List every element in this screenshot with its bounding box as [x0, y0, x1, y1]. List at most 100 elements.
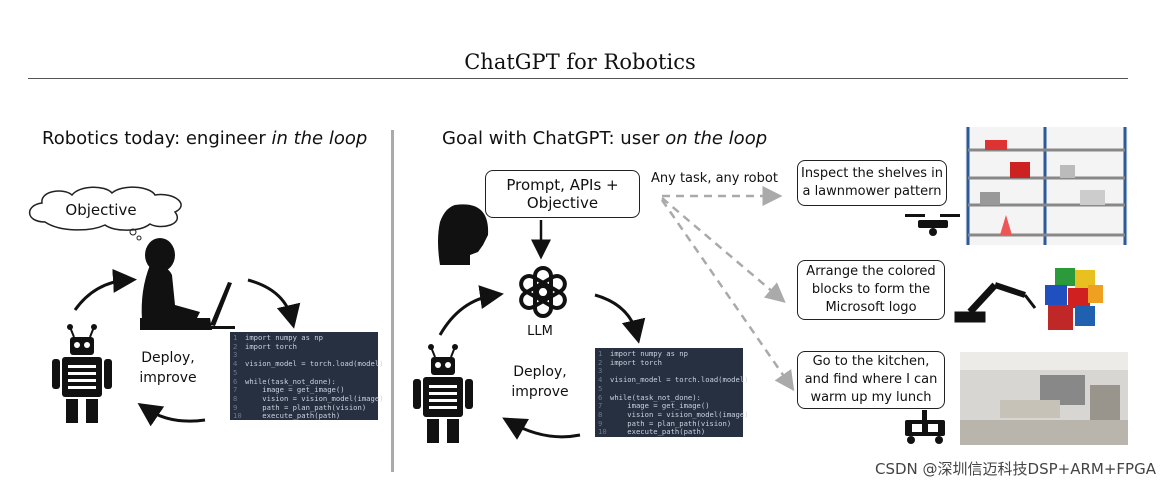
llm-label: LLM: [527, 324, 553, 339]
code-text: image = get_image(): [245, 385, 345, 395]
task-line: warm up my lunch: [810, 390, 932, 405]
code-line: 5: [598, 383, 740, 394]
title-rule: [28, 78, 1128, 79]
left-heading: Robotics today: engineer in the loop: [42, 128, 367, 149]
task-line: blocks to form the: [811, 282, 931, 297]
line-number: 9: [598, 418, 603, 428]
task-line: a lawnmower pattern: [802, 184, 942, 199]
code-line: 2 import torch: [233, 341, 375, 352]
line-number: 6: [598, 392, 603, 402]
left-heading-italic: in the loop: [271, 128, 368, 149]
right-deploy-label: Deploy, improve: [500, 362, 580, 402]
line-number: 8: [598, 409, 603, 419]
task-bubble-shelves: Inspect the shelves in a lawnmower patter…: [797, 160, 947, 206]
line-number: 5: [233, 367, 238, 377]
line-number: 1: [598, 349, 603, 358]
code-line: 7 image = get_image(): [598, 401, 740, 411]
code-text: import torch: [245, 341, 297, 351]
code-line: 9 path = plan_path(vision): [233, 402, 375, 413]
code-text: vision = vision_model(image): [245, 393, 384, 403]
task-bubble-kitchen: Go to the kitchen, and find where I can wa…: [797, 351, 945, 409]
line-number: 10: [233, 411, 242, 421]
code-text: execute_path(path): [610, 427, 706, 437]
code-line: 3: [233, 351, 375, 360]
line-number: 1: [233, 333, 238, 342]
code-text: while(task_not_done):: [610, 392, 701, 402]
line-number: 10: [598, 427, 607, 437]
code-line: 4 vision_model = torch.load(model): [598, 375, 748, 385]
code-text: path = plan_path(vision): [610, 418, 732, 428]
code-line: 4 vision_model = torch.load(model): [233, 359, 383, 369]
code-line: 8 vision = vision_model(image): [233, 393, 383, 404]
objective-label: Objective: [65, 201, 137, 219]
engineer-silhouette-icon: [140, 238, 235, 330]
code-text: import torch: [610, 357, 662, 367]
arrow-icon: [594, 293, 646, 344]
thought-cloud-icon: [28, 186, 182, 241]
code-line: 6 while(task_not_done):: [233, 376, 375, 387]
code-text: execute_path(path): [245, 411, 341, 421]
task-line: Go to the kitchen,: [812, 354, 930, 369]
title: ChatGPT for Robotics: [464, 50, 696, 74]
code-line: 8 vision = vision_model(image): [598, 409, 748, 420]
code-line: 5: [233, 367, 375, 378]
line-number: 2: [233, 341, 238, 351]
line-number: 5: [598, 383, 603, 393]
code-line: 10 execute_path(path): [598, 427, 740, 437]
drone-icon: [905, 214, 960, 236]
shelves-image: [965, 127, 1128, 245]
line-number: 7: [233, 385, 238, 395]
line-number: 7: [598, 401, 603, 411]
any-task-label: Any task, any robot: [651, 171, 778, 186]
prompt-line: Objective: [526, 194, 599, 212]
code-line: 6 while(task_not_done):: [598, 392, 740, 403]
improve-line: improve: [511, 384, 569, 400]
line-number: 3: [598, 366, 603, 376]
watermark: CSDN @深圳信迈科技DSP+ARM+FPGA: [875, 460, 1156, 478]
arrow-icon: [73, 268, 137, 311]
line-number: 6: [233, 376, 238, 386]
code-text: vision = vision_model(image): [610, 409, 749, 419]
code-text: import numpy as np: [245, 333, 323, 342]
left-heading-text: Robotics today: engineer: [42, 128, 272, 149]
prompt-line: Prompt, APIs +: [506, 176, 619, 194]
line-number: 9: [233, 402, 238, 412]
task-line: and find where I can: [804, 372, 938, 387]
code-text: image = get_image(): [610, 401, 710, 411]
improve-line: improve: [139, 370, 197, 386]
code-line: 3: [598, 367, 740, 376]
line-number: 3: [233, 350, 238, 360]
code-line: 7 image = get_image(): [233, 385, 375, 395]
task-line: Inspect the shelves in: [800, 166, 943, 181]
mobile-robot-icon: [905, 410, 945, 444]
code-text: vision_model = torch.load(model): [610, 375, 749, 385]
code-text: vision_model = torch.load(model): [245, 359, 384, 369]
openai-logo-icon: [519, 266, 567, 318]
line-number: 4: [598, 375, 603, 385]
task-line: Microsoft logo: [825, 300, 917, 315]
code-text: while(task_not_done):: [245, 376, 336, 386]
line-number: 4: [233, 359, 238, 369]
left-deploy-label: Deploy, improve: [128, 348, 208, 388]
robot-arm-icon: [954, 282, 1037, 323]
panel-divider: [391, 130, 394, 472]
line-number: 8: [233, 393, 238, 403]
code-text: path = plan_path(vision): [245, 402, 367, 412]
deploy-line: Deploy,: [141, 350, 195, 366]
line-number: 2: [598, 357, 603, 367]
code-line: 2 import torch: [598, 357, 740, 368]
arrow-icon: [502, 417, 581, 440]
arrow-icon: [438, 285, 504, 336]
prompt-bubble: Prompt, APIs +Objective: [485, 170, 640, 218]
robot-icon: [413, 344, 473, 443]
dashed-arrows: [660, 186, 795, 392]
deploy-line: Deploy,: [513, 364, 567, 380]
arrow-icon: [137, 402, 206, 427]
colored-blocks-image: [1045, 268, 1103, 330]
